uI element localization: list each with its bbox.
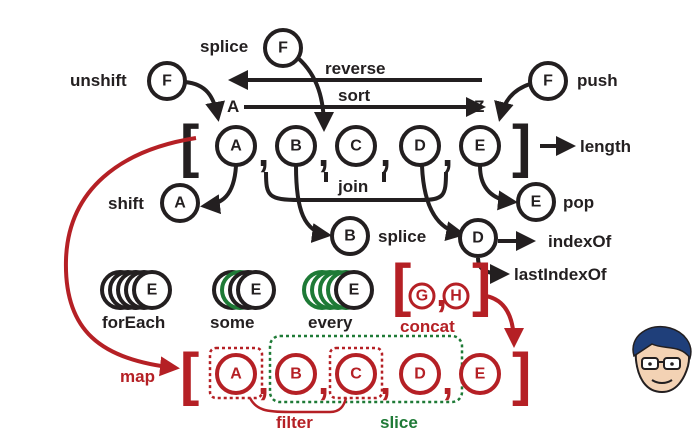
splice-top-arrow [296, 56, 334, 132]
sort-start-marker: A [227, 97, 239, 116]
avatar [632, 325, 692, 394]
foreach-circle-label: E [147, 282, 158, 299]
length-label: length [580, 137, 631, 156]
bottom-array-item-d: D [399, 353, 441, 395]
top-array-item-d: D [399, 125, 441, 167]
unshift-label: unshift [70, 71, 127, 90]
bottom-array-comma: , [318, 359, 329, 403]
splice-bottom-arrow [294, 165, 332, 243]
svg-text:E: E [531, 194, 542, 211]
indexof-label: indexOf [548, 232, 612, 251]
top-array-item-label: E [475, 138, 486, 155]
shift-circle: A [160, 183, 200, 223]
push-circle: F [528, 61, 568, 101]
indexof-circle: D [458, 218, 498, 258]
bottom-array-comma: , [442, 359, 453, 403]
join-bracket [264, 171, 448, 202]
join-label: join [337, 177, 368, 196]
svg-text:B: B [344, 228, 356, 245]
join-label-bg [334, 176, 378, 196]
bottom-array-comma: , [258, 359, 269, 403]
svg-text:A: A [174, 195, 186, 212]
svg-text:F: F [543, 73, 553, 90]
splice-bottom-circle: B [330, 216, 370, 256]
bottom-array-item-label: A [230, 366, 242, 383]
top-array-open-bracket: [ [180, 114, 199, 179]
every-stack: E [302, 270, 374, 310]
slice-label: slice [380, 413, 418, 432]
concat-item-g: G [416, 288, 428, 305]
some-stack: E [212, 270, 276, 310]
bottom-array-item-label: D [414, 366, 426, 383]
splice-top-label: splice [200, 37, 248, 56]
bottom-array-item-label: B [290, 366, 302, 383]
bottom-array-close-bracket: ] [512, 342, 531, 407]
splice-bottom-label: splice [378, 227, 426, 246]
svg-text:D: D [472, 230, 484, 247]
filter-box-a [208, 346, 264, 400]
lastindexof-label: lastIndexOf [514, 265, 607, 284]
top-array-close-bracket: ] [512, 114, 531, 179]
concat-item-h: H [450, 288, 462, 305]
pop-arrow [478, 165, 518, 211]
some-circle-label: E [251, 282, 262, 299]
indexof-in-arrow [420, 165, 466, 241]
top-array-item-c: C [335, 125, 377, 167]
pop-circle: E [516, 182, 556, 222]
concat-arrow [485, 294, 524, 348]
foreach-label: forEach [102, 313, 165, 332]
filter-label: filter [276, 413, 313, 432]
foreach-stack: E [100, 270, 172, 310]
bottom-array-item-label: C [350, 366, 362, 383]
bottom-array-item-c: C [335, 353, 377, 395]
every-label: every [308, 313, 353, 332]
some-label: some [210, 313, 254, 332]
pop-label: pop [563, 193, 594, 212]
bottom-array-item-e: E [459, 353, 501, 395]
shift-label: shift [108, 194, 144, 213]
unshift-circle: F [147, 61, 187, 101]
bottom-array-item-a: A [215, 353, 257, 395]
top-array-item-b: B [275, 125, 317, 167]
concat-comma: , [436, 271, 447, 315]
unshift-arrow [184, 80, 225, 122]
top-array-item-e: E [459, 125, 501, 167]
bottom-array-open-bracket: [ [180, 342, 199, 407]
lastindexof-arrow [476, 257, 510, 284]
top-array-comma: , [258, 131, 269, 175]
top-array-item-label: A [230, 138, 242, 155]
bottom-array-comma: , [380, 359, 391, 403]
sort-label: sort [338, 86, 370, 105]
top-array-item-label: B [290, 138, 302, 155]
top-array-item-a: A [215, 125, 257, 167]
top-array-item-label: C [350, 138, 362, 155]
top-array-item-label: D [414, 138, 426, 155]
top-array-comma: , [318, 131, 329, 175]
concat-label: concat [400, 317, 455, 336]
bottom-array-item-label: E [475, 366, 486, 383]
concat-group: [ G , H ] [392, 253, 491, 318]
join-ticks [324, 172, 386, 182]
svg-text:F: F [162, 73, 172, 90]
concat-close-bracket: ] [472, 253, 491, 318]
bottom-array-item-b: B [275, 353, 317, 395]
filter-connector [248, 397, 348, 414]
filter-box-c [328, 346, 384, 400]
svg-text:F: F [278, 40, 288, 57]
concat-open-bracket: [ [392, 253, 411, 318]
sort-end-marker: Z [474, 97, 484, 116]
top-array-comma: , [380, 131, 391, 175]
map-label: map [120, 367, 155, 386]
splice-top-circle: F [263, 28, 303, 68]
push-label: push [577, 71, 618, 90]
shift-arrow [200, 165, 238, 215]
reverse-label: reverse [325, 59, 386, 78]
map-arrow [63, 136, 197, 377]
push-arrow [494, 82, 531, 122]
every-circle-label: E [349, 282, 360, 299]
top-array-comma: , [442, 131, 453, 175]
